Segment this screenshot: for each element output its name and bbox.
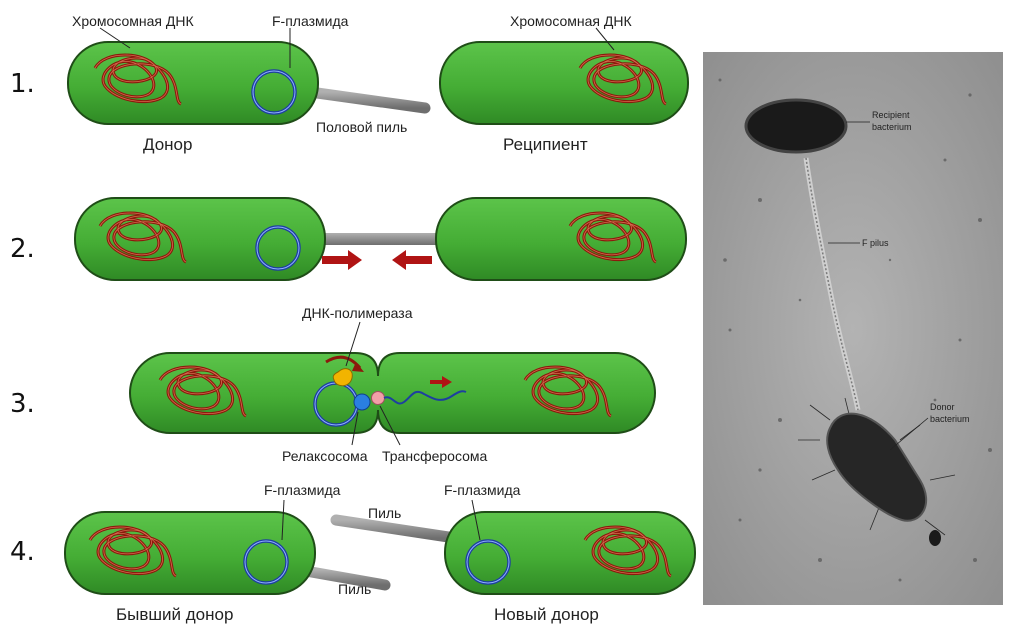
row-3: ДНК-полимераза Релаксосома Трансферосома [129,305,656,464]
step-4-number: 4. [10,537,35,567]
leader-line [471,499,481,541]
micrograph-specks [718,78,992,582]
leader-line [379,405,401,446]
pilus-label: Пиль [368,505,401,521]
chromosomal-dna-label: Хромосомная ДНК [510,13,632,29]
pilus [330,514,461,544]
step-2-number: 2. [10,234,35,264]
recipient-bacterium [744,98,848,154]
f-pilus-texture [805,157,859,411]
row-1: Хромосомная ДНК F-плазмида Хромосомная Д… [67,13,689,154]
sex-pilus [304,86,431,114]
leader-line [889,417,929,451]
row-4: F-плазмида F-плазмида Пиль Пиль Бывший д… [64,482,696,624]
transferosome-label: Трансферосома [382,448,488,464]
donor-label-line-1: Donor [930,402,955,412]
f-plasmid-label: F-плазмида [444,482,521,498]
leader-line [351,411,359,446]
row-2 [74,197,687,281]
arrow-left-icon [392,250,432,270]
leader-line [99,27,131,49]
donor-label: Донор [143,135,192,154]
chromosomal-dna-label: Хромосомная ДНК [72,13,194,29]
micrograph-background [703,52,1003,605]
f-pilus-label: F pilus [862,238,889,248]
arrow-head-icon [352,362,364,372]
arrow-right-icon [322,250,362,270]
f-plasmid-label: F-плазмида [272,13,349,29]
step-1-number: 1. [10,69,35,99]
relaxosome-icon [353,393,371,411]
former-donor-label: Бывший донор [116,605,233,624]
donor-label-line-2: bacterium [930,414,970,424]
dna-polymerase-icon [332,368,353,387]
relaxosome-label: Релаксосома [282,448,368,464]
arrow-right-icon [430,376,452,388]
leader-line [595,27,615,51]
leader-line [345,321,361,367]
transferosome-icon [371,391,385,405]
pilus-label: Пиль [338,581,371,597]
sex-pilus [318,233,440,245]
recipient-label-line-1: Recipient [872,110,910,120]
conjugating-cells [129,352,656,434]
leader-line [281,499,285,541]
new-donor-label: Новый донор [494,605,599,624]
sex-pilus-label: Половой пиль [316,119,407,135]
donor-bacterium [826,412,927,522]
recipient-label: Реципиент [503,135,588,154]
f-plasmid-label: F-плазмида [264,482,341,498]
pilus [294,564,391,591]
recipient-label-line-2: bacterium [872,122,912,132]
dna-polymerase-label: ДНК-полимераза [302,305,413,321]
transferred-dna-strand [383,390,467,405]
small-particle [929,530,941,546]
step-3-number: 3. [10,389,35,419]
electron-micrograph: Recipient bacterium F pilus Donor bacter… [703,52,1003,605]
